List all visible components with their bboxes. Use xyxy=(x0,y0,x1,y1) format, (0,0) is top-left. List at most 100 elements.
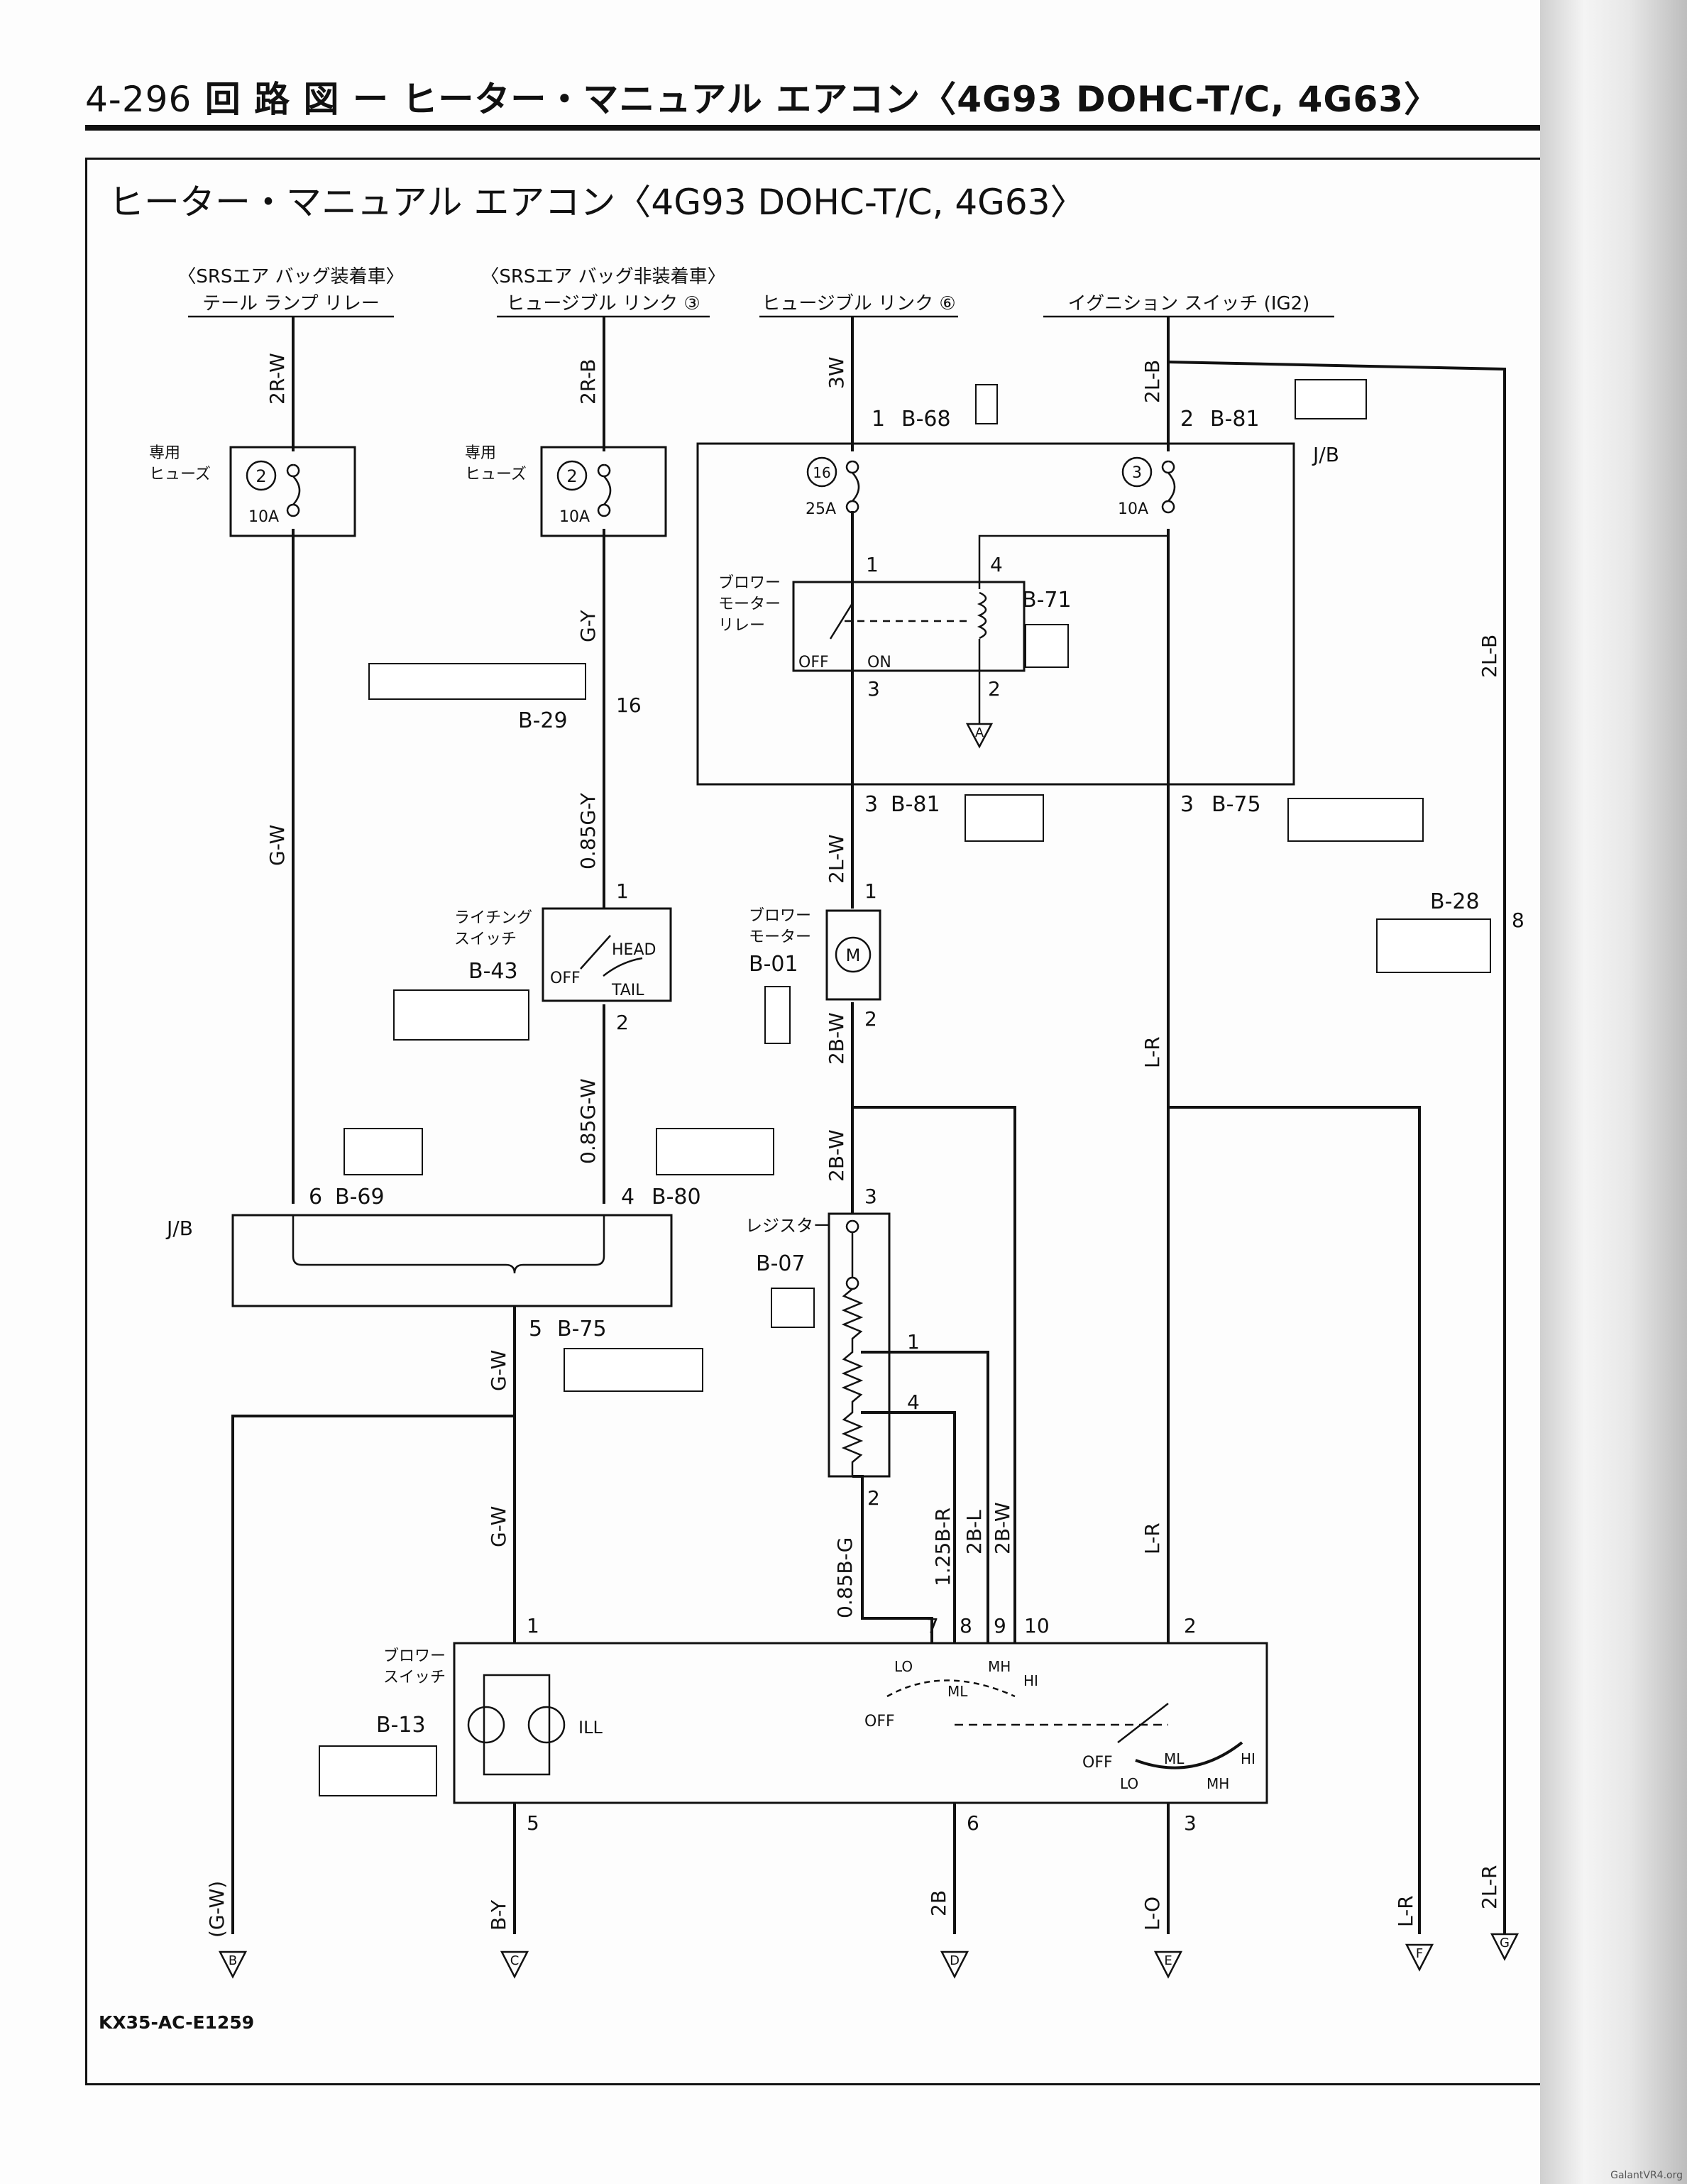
sw-ml-lower: ML xyxy=(1164,1750,1185,1767)
ls-head: HEAD xyxy=(612,941,656,959)
lighting-switch-label-1: ライチング xyxy=(454,909,532,927)
b71-label: B-71 xyxy=(1022,588,1072,613)
res-pin-1: 1 xyxy=(907,1330,920,1354)
fuse-1-label-b: ヒューズ xyxy=(149,466,211,483)
source-fusible-link-6: ヒュージブル リンク ⑥ xyxy=(762,293,955,314)
ground-g-icon xyxy=(1490,1933,1520,1961)
diagram-frame: ヒーター・マニュアル エアコン〈4G93 DOHC-T/C, 4G63〉 KX3… xyxy=(85,158,1549,2085)
b43-connector-icon xyxy=(393,989,529,1041)
wire-125br xyxy=(861,1411,956,1643)
fuse-2-rating: 10A xyxy=(559,508,590,526)
ground-e-label: E xyxy=(1164,1953,1172,1968)
wire-085bg xyxy=(852,1475,933,1643)
sw-hi-upper: HI xyxy=(1023,1672,1038,1689)
wire-label-lo: L-O xyxy=(1141,1897,1164,1931)
wire-label-gw-paren: (G-W) xyxy=(205,1881,229,1938)
b01-connector-icon xyxy=(764,986,791,1044)
ground-g-label: G xyxy=(1500,1936,1510,1950)
blower-motor-label-1: ブロワー xyxy=(749,907,811,925)
b01-label: B-01 xyxy=(749,952,798,977)
jb-lower-bus xyxy=(292,1215,605,1274)
relay-on: ON xyxy=(867,654,891,671)
wire-label-2rb: 2R-B xyxy=(576,359,600,405)
relay-off: OFF xyxy=(798,654,829,671)
header-rule xyxy=(85,125,1547,131)
b81a-pin: 2 xyxy=(1180,407,1194,432)
ground-terminals: B C D E F G xyxy=(218,1933,1520,1979)
wire-label-2lr: 2L-R xyxy=(1478,1865,1501,1909)
fuse-box-1 xyxy=(229,446,356,537)
ground-c-label: C xyxy=(510,1953,520,1968)
lighting-switch-label-2: スイッチ xyxy=(454,931,517,948)
fuse-1-number-circle xyxy=(246,460,277,491)
b75a-pin: 3 xyxy=(1180,792,1194,817)
source-fusible-link-3: ヒュージブル リンク ③ xyxy=(506,293,700,314)
b81b-label: B-81 xyxy=(891,792,940,817)
jb-lower-box xyxy=(231,1214,673,1307)
wire-label-2bl: 2B-L xyxy=(962,1510,986,1554)
bs-pin-7: 7 xyxy=(926,1614,939,1637)
b75b-label: B-75 xyxy=(557,1317,607,1341)
wire-label-lr-right: L-R xyxy=(1394,1895,1417,1927)
b68-connector-icon xyxy=(975,384,998,424)
fuse-2-number-circle xyxy=(556,460,588,491)
resistor-symbol xyxy=(841,1219,864,1476)
lighting-switch-box xyxy=(542,907,672,1002)
header-title: 4-296 回 路 図 ー ヒーター・マニュアル エアコン〈4G93 DOHC-… xyxy=(85,71,1440,122)
fuse-1-label-a: 専用 xyxy=(149,444,180,462)
b68-label: B-68 xyxy=(901,407,951,432)
fuse-16-circle xyxy=(806,456,837,488)
ground-a-icon xyxy=(965,723,994,749)
fuse-1-number: 2 xyxy=(255,466,266,486)
relay-pin-1: 1 xyxy=(866,553,879,576)
wire-label-lr-upper: L-R xyxy=(1141,1036,1164,1068)
bm-pin-1: 1 xyxy=(864,879,877,903)
wire-label-085gw: 0.85G-W xyxy=(576,1078,600,1164)
wire-2bl xyxy=(861,1351,989,1643)
res-pin-2: 2 xyxy=(867,1486,880,1510)
res-pin-3: 3 xyxy=(864,1185,877,1208)
blower-switch-label-1: ブロワー xyxy=(383,1647,446,1665)
fuse-16-rating: 25A xyxy=(806,500,836,518)
b81b-pin: 3 xyxy=(864,792,878,817)
resistor-box xyxy=(828,1212,891,1478)
sw-hi-lower: HI xyxy=(1241,1750,1255,1767)
b81a-label: B-81 xyxy=(1210,407,1260,432)
b28-pin: 8 xyxy=(1512,909,1524,932)
fuse-3-number: 3 xyxy=(1132,464,1142,482)
fuse-3-symbol xyxy=(1161,460,1176,514)
blower-relay-box xyxy=(792,581,1026,672)
ground-a-label: A xyxy=(975,725,984,740)
blower-motor-box xyxy=(825,909,881,1001)
b75b-connector-icon xyxy=(564,1348,703,1392)
bs-pin-5: 5 xyxy=(527,1811,539,1835)
fuse-2-symbol xyxy=(597,463,612,517)
sw-lower-contact xyxy=(1117,1703,1169,1743)
sw-mh-upper: MH xyxy=(988,1658,1011,1675)
ground-d-label: D xyxy=(950,1953,960,1968)
motor-m: M xyxy=(846,945,861,965)
wire-label-3w: 3W xyxy=(825,357,848,390)
jb-upper-label: J/B xyxy=(1312,443,1339,466)
fuse-3-rating: 10A xyxy=(1118,500,1148,518)
ill-lamp-2 xyxy=(527,1706,566,1744)
bs-pin-3: 3 xyxy=(1184,1811,1197,1835)
wire-label-085bg: 0.85B-G xyxy=(833,1537,857,1618)
wire-label-2lw: 2L-W xyxy=(825,834,848,884)
wire-lr-right xyxy=(1168,1106,1421,1934)
b80-pin: 4 xyxy=(621,1185,634,1209)
fuse-16-symbol xyxy=(845,460,860,514)
wire-label-2b: 2B xyxy=(927,1890,950,1916)
ls-tail: TAIL xyxy=(611,982,644,999)
b80-connector-icon xyxy=(656,1128,774,1175)
relay-contact xyxy=(829,603,854,640)
diagram-title: ヒーター・マニュアル エアコン〈4G93 DOHC-T/C, 4G63〉 xyxy=(109,182,1086,223)
ls-off: OFF xyxy=(550,970,581,987)
b68-pin: 1 xyxy=(872,407,885,432)
source-srs-non-label: 〈SRSエア バッグ非装着車〉 xyxy=(480,266,725,287)
blower-switch-box xyxy=(453,1642,1268,1804)
fuse-16-number: 16 xyxy=(813,464,830,481)
b28-connector-icon xyxy=(1376,918,1491,973)
bs-pin-1: 1 xyxy=(527,1614,539,1637)
